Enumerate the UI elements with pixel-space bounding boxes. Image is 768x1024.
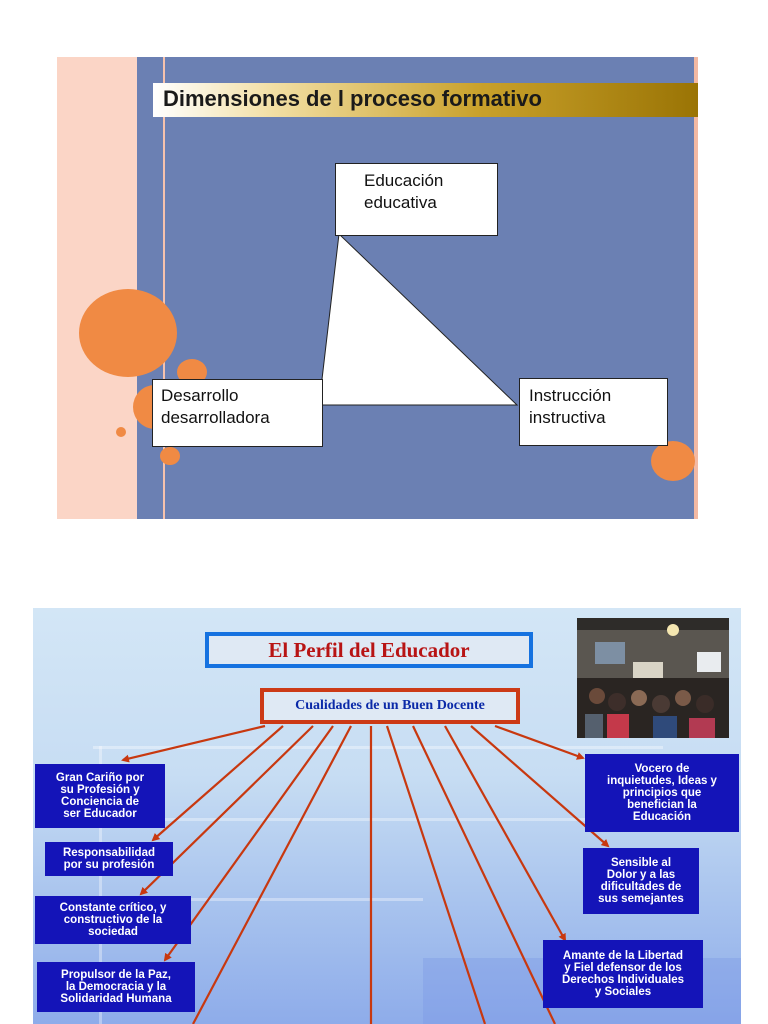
education-box: Educación educativa [335, 163, 498, 236]
development-box-line1: Desarrollo [161, 386, 239, 405]
quality-line: Sensible al [610, 857, 672, 869]
quality-line: sus semejantes [598, 893, 684, 905]
education-box-line1: Educación [364, 171, 444, 190]
quality-line: constructivo de la [63, 914, 163, 926]
quality-line: y Fiel defensor de los [564, 962, 682, 974]
quality-line: Gran Cariño por [55, 772, 145, 784]
slide-right-border [694, 57, 698, 519]
instruction-box: Instrucción instructiva [519, 378, 668, 446]
quality-line: su Profesión y [60, 784, 140, 796]
qualities-subtitle: Cualidades de un Buen Docente [295, 698, 485, 713]
quality-line: Vocero de [634, 763, 690, 775]
instruction-box-line2: instructiva [529, 408, 606, 427]
quality-line: inquietudes, Ideas y [607, 775, 717, 787]
slide-title: Dimensiones de l proceso formativo [163, 86, 542, 111]
slide-divider-line [163, 57, 165, 519]
quality-box-left-3: Constante crítico, y constructivo de la … [35, 896, 191, 944]
decorative-circle-tiny [116, 427, 126, 437]
decorative-circle-right [651, 441, 695, 481]
quality-box-right-2: Sensible al Dolor y a las dificultades d… [583, 848, 699, 914]
decorative-circle-dot [160, 447, 180, 465]
quality-line: la Democracia y la [65, 981, 167, 993]
quality-line: Solidaridad Humana [60, 993, 172, 1005]
classroom-photo [577, 618, 729, 738]
slide-educator-profile: El Perfil del Educador Cualidades de un … [33, 608, 741, 1024]
decor-line [93, 818, 663, 821]
quality-line: Dolor y a las [606, 869, 676, 881]
quality-box-left-2: Responsabilidad por su profesión [45, 842, 173, 876]
quality-line: por su profesión [63, 859, 155, 871]
profile-title-box: El Perfil del Educador [205, 632, 533, 668]
quality-box-left-1: Gran Cariño por su Profesión y Concienci… [35, 764, 165, 828]
development-box-line2: desarrolladora [161, 408, 270, 427]
quality-line: Educación [632, 811, 692, 823]
quality-box-right-3: Amante de la Libertad y Fiel defensor de… [543, 940, 703, 1008]
education-box-line2: educativa [364, 193, 437, 212]
quality-line: Amante de la Libertad [562, 950, 684, 962]
quality-line: sociedad [88, 926, 138, 938]
qualities-subtitle-box: Cualidades de un Buen Docente [260, 688, 520, 724]
quality-line: benefician la [627, 799, 697, 811]
classroom-photo-image [577, 618, 729, 738]
decor-vline [99, 746, 102, 1024]
slide-left-strip [57, 57, 137, 519]
process-triangle [318, 232, 519, 406]
slide-title-bar: Dimensiones de l proceso formativo [153, 83, 698, 117]
quality-line: Constante crítico, y [59, 902, 167, 914]
development-box: Desarrollo desarrolladora [152, 379, 323, 447]
slide-process-dimensions: Dimensiones de l proceso formativo Educa… [57, 57, 698, 519]
quality-line: principios que [622, 787, 702, 799]
instruction-box-line1: Instrucción [529, 386, 612, 405]
quality-box-left-4: Propulsor de la Paz, la Democracia y la … [37, 962, 195, 1012]
decor-line [93, 746, 663, 749]
quality-line: Propulsor de la Paz, [61, 969, 171, 981]
quality-line: y Sociales [594, 986, 652, 998]
quality-line: Responsabilidad [62, 847, 156, 859]
quality-line: ser Educador [63, 808, 137, 820]
quality-line: Conciencia de [61, 796, 139, 808]
quality-line: Derechos Individuales [561, 974, 685, 986]
quality-box-right-1: Vocero de inquietudes, Ideas y principio… [585, 754, 739, 832]
profile-title: El Perfil del Educador [268, 638, 470, 662]
quality-line: dificultades de [600, 881, 682, 893]
decorative-circle-large [79, 289, 177, 377]
